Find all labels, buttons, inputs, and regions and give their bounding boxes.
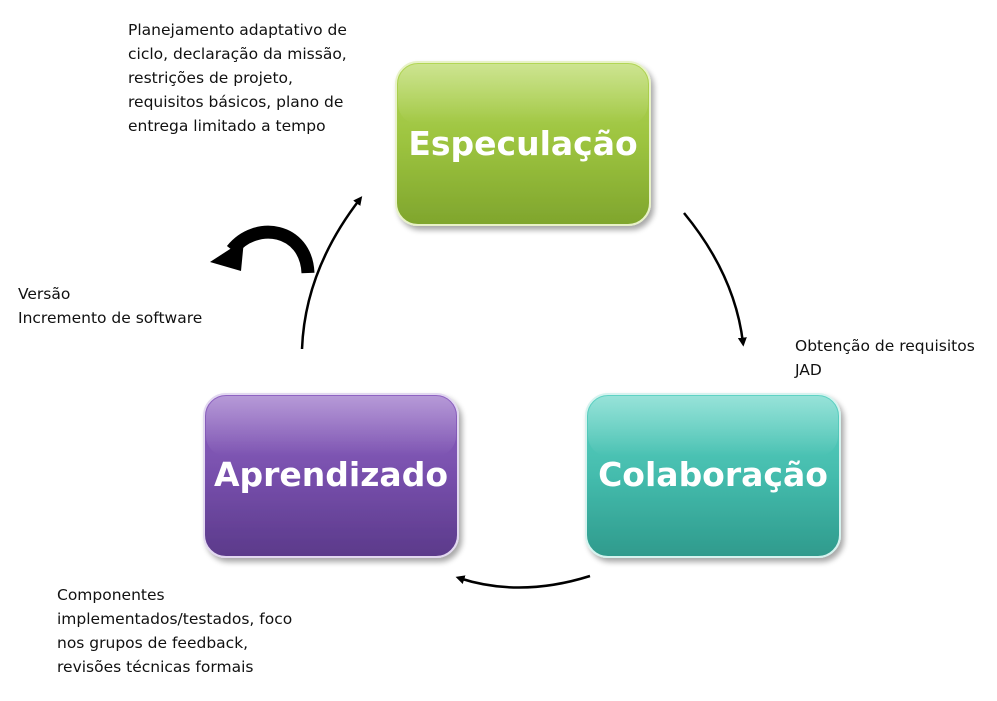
note-line: requisitos básicos, plano de: [128, 93, 344, 111]
note-line: implementados/testados, foco: [57, 610, 293, 628]
note-line: Obtenção de requisitos: [795, 337, 975, 355]
note-line: nos grupos de feedback,: [57, 634, 249, 652]
note-line: JAD: [795, 361, 822, 379]
release-curved-arrow-icon: [210, 225, 315, 274]
note-line: revisões técnicas formais: [57, 658, 254, 676]
note-line: Componentes: [57, 586, 165, 604]
phase-box-especulacao: Especulação: [395, 61, 651, 226]
note-line: Versão: [18, 285, 71, 303]
note-line: Planejamento adaptativo de: [128, 21, 347, 39]
phase-box-colaboracao: Colaboração: [585, 393, 841, 558]
note-line: Incremento de software: [18, 309, 203, 327]
phase-label-aprendizado: Aprendizado: [214, 455, 448, 494]
note-line: ciclo, declaração da missão,: [128, 45, 347, 63]
arrow-especulacao-to-colaboracao-icon: [683, 212, 747, 347]
note-aprendizado: Componentes implementados/testados, foco…: [57, 583, 292, 679]
phase-box-aprendizado: Aprendizado: [203, 393, 459, 558]
note-versao: Versão Incremento de software: [18, 282, 202, 330]
note-line: restrições de projeto,: [128, 69, 293, 87]
note-especulacao: Planejamento adaptativo de ciclo, declar…: [128, 18, 347, 138]
note-line: entrega limitado a tempo: [128, 117, 326, 135]
phase-label-colaboracao: Colaboração: [598, 455, 828, 494]
arrow-colaboracao-to-aprendizado-icon: [455, 574, 591, 589]
arrow-aprendizado-to-especulacao-icon: [300, 196, 363, 350]
phase-label-especulacao: Especulação: [408, 124, 637, 163]
note-colaboracao: Obtenção de requisitos JAD: [795, 334, 975, 382]
